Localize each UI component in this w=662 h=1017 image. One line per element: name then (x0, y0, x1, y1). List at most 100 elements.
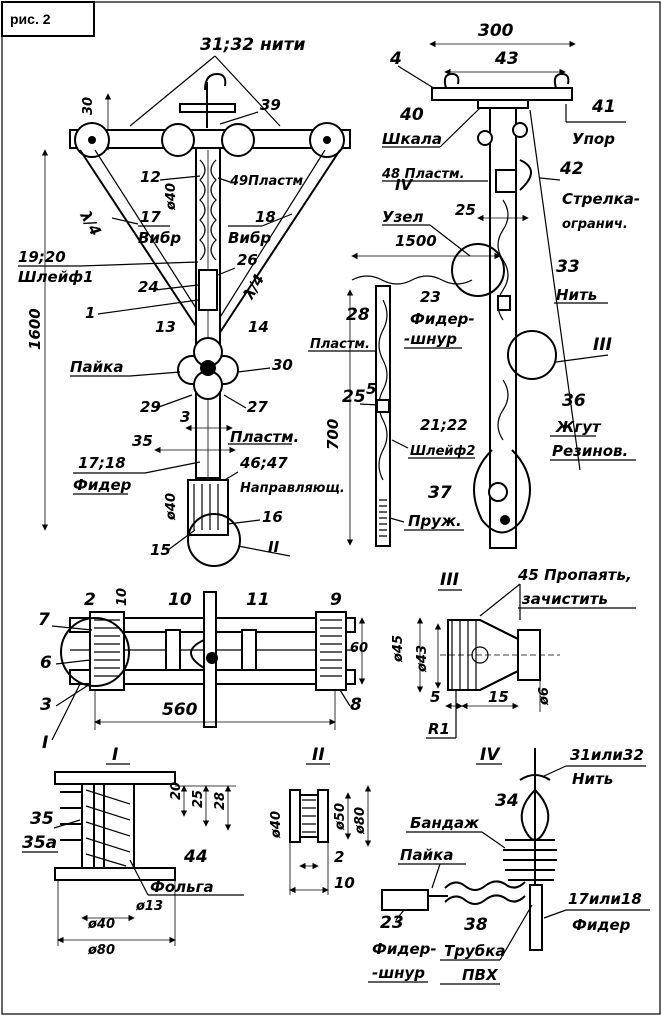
label-14: 14 (248, 318, 269, 336)
label-1500: 1500 (395, 232, 437, 250)
detail-II: II ø40 ø50 ø80 2 10 (269, 745, 372, 895)
label-40b: ø40 (164, 493, 179, 521)
label-23a: 23 (420, 288, 441, 306)
label-23b: 23 (380, 913, 404, 933)
label-I-h: I (112, 745, 118, 765)
label-nit1: Нить (556, 286, 597, 304)
label-pruzh: Пруж. (408, 512, 462, 530)
label-9: 9 (330, 590, 342, 610)
label-paika2: Пайка (400, 846, 454, 864)
label-300: 300 (478, 21, 514, 41)
label-30: 30 (81, 97, 96, 115)
label-29: 29 (140, 398, 161, 416)
label-plastm2: Пластм. (310, 337, 370, 352)
label-17: 17 (140, 208, 161, 226)
label-r1: R1 (428, 720, 450, 738)
label-fider4: Фидер- (372, 940, 437, 958)
label-33: 33 (556, 257, 580, 277)
label-16: 16 (262, 508, 283, 526)
label-strelka2: огранич. (562, 217, 628, 232)
label-46-47: 46;47 (239, 454, 288, 472)
label-24: 24 (138, 278, 159, 296)
main-antenna-view: 31;32 нити 39 30 λ/4 λ/4 1 (18, 35, 351, 567)
label-III-h: III (440, 570, 459, 590)
label-shleif1: Шлейф1 (18, 268, 94, 286)
label-48: 48 Пластм. (381, 167, 465, 182)
label-fider3: Фидер (572, 916, 631, 934)
label-shnur1: -шнур (404, 330, 457, 348)
label-Ia: I (42, 733, 48, 753)
label-vibr1: Вибр (138, 229, 181, 247)
label-49: 49Пластм (229, 174, 304, 189)
label-8: 8 (350, 695, 362, 715)
label-6d: ø6 (537, 687, 552, 706)
label-1: 1 (85, 304, 95, 322)
label-bandazh: Бандаж (410, 814, 480, 832)
label-uzel: Узел (382, 208, 423, 226)
label-40e: ø40 (269, 811, 284, 839)
side-view: 300 43 4 40 Шкала 41 Упор 48 Пластм. 42 … (351, 21, 640, 549)
label-naprav: Направляющ. (240, 481, 345, 496)
label-rezin: Резинов. (552, 442, 628, 460)
label-10b: 10 (168, 590, 192, 610)
label-10c: 10 (334, 874, 355, 892)
label-1600: 1600 (26, 308, 44, 350)
label-34: 34 (495, 791, 519, 811)
label-zhgut: Жгут (555, 418, 602, 436)
label-12: 12 (140, 168, 161, 186)
label-7: 7 (38, 610, 50, 630)
label-3: 3 (180, 408, 190, 426)
label-560: 560 (162, 700, 198, 720)
label-17-18: 17;18 (78, 454, 126, 472)
label-28: 28 (346, 305, 370, 325)
figure-tag: рис. 2 (10, 11, 51, 27)
label-5b: 5 (430, 688, 440, 706)
label-nit2: Нить (572, 770, 613, 788)
label-IV-call: IV (395, 176, 414, 194)
label-30b: 30 (272, 356, 293, 374)
label-2b: 2 (334, 848, 344, 866)
label-40a: ø40 (164, 183, 179, 211)
label-31-32: 31;32 нити (200, 35, 306, 55)
label-40d: ø40 (87, 917, 115, 932)
figure-tag-box (1, 1, 95, 37)
label-18: 18 (255, 208, 276, 226)
label-IV-h: IV (480, 745, 501, 765)
label-43d: ø43 (415, 645, 430, 673)
label-26: 26 (237, 251, 258, 269)
label-40c: 40 (399, 105, 424, 125)
label-35a: 35а (22, 833, 57, 853)
horizontal-section: 2 10 10 11 9 7 6 3 I 60 8 560 (38, 588, 368, 753)
label-38: 38 (464, 915, 488, 935)
label-41: 41 (591, 97, 616, 117)
label-2: 2 (84, 590, 96, 610)
label-pvh: ПВХ (462, 966, 499, 984)
label-II-call: II (268, 538, 280, 556)
label-15b: 15 (488, 688, 509, 706)
label-37: 37 (428, 483, 452, 503)
label-11: 11 (246, 590, 270, 610)
label-3b: 3 (40, 695, 52, 715)
label-60: 60 (350, 641, 368, 656)
label-13d: ø13 (135, 899, 163, 914)
label-25a: 25 (455, 201, 476, 219)
label-35b: 35 (30, 809, 54, 829)
label-28b: 28 (213, 792, 228, 810)
label-35: 35 (132, 432, 153, 450)
label-fider1: Фидер (73, 476, 132, 494)
label-80e: ø80 (353, 807, 368, 835)
label-II-h: II (312, 745, 325, 765)
label-42: 42 (559, 159, 584, 179)
label-15: 15 (150, 541, 171, 559)
label-25c: 25 (191, 790, 206, 808)
label-strelka1: Стрелка- (562, 190, 640, 208)
label-shkala: Шкала (382, 130, 442, 148)
label-27: 27 (247, 398, 268, 416)
label-20: 20 (169, 782, 184, 800)
label-paika1: Пайка (70, 358, 124, 376)
label-trubka: Трубка (444, 942, 506, 960)
label-10a: 10 (115, 588, 130, 606)
label-21-22: 21;22 (420, 416, 468, 434)
